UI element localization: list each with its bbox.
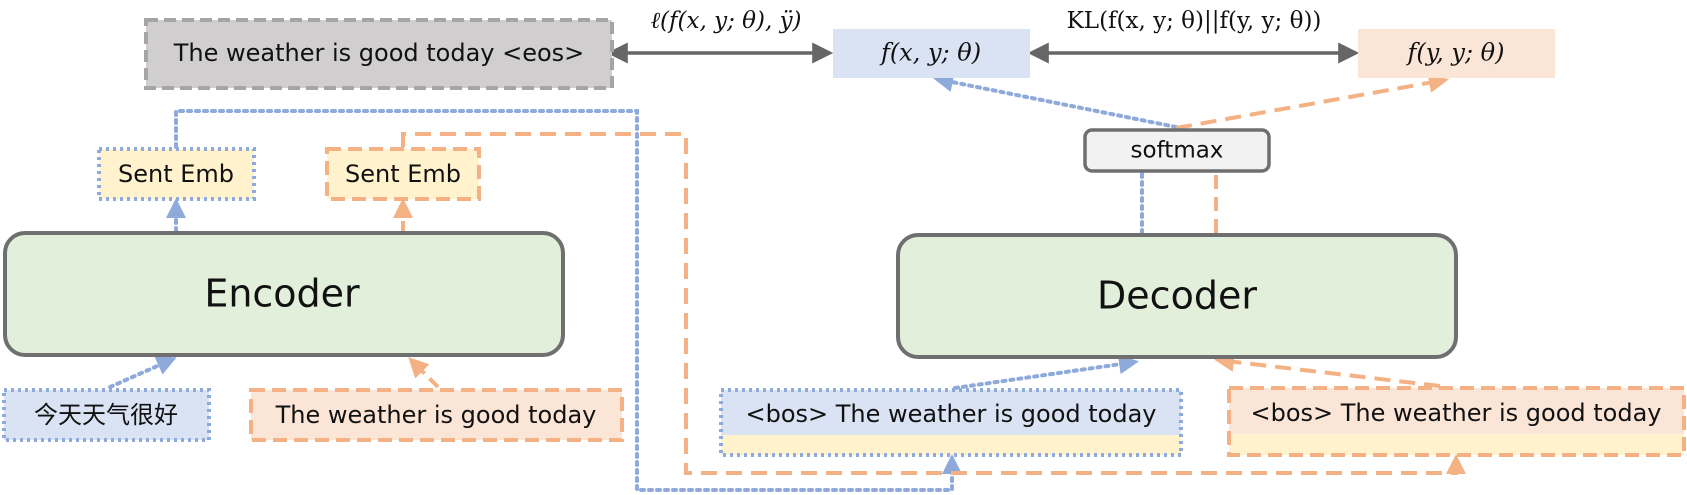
- decoder-input-target-box: <bos> The weather is good today: [1227, 386, 1686, 457]
- decoder-input-source-box: <bos> The weather is good today: [719, 388, 1183, 457]
- decoder-label: Decoder: [1097, 274, 1257, 318]
- softmax-box: softmax: [1083, 128, 1271, 173]
- output-target-box: f(y, y; θ): [1358, 29, 1555, 78]
- orange-sentemb-path: [401, 132, 1466, 475]
- loss-label: ℓ(f(x, y; θ), ÿ): [650, 8, 801, 34]
- target-sentence-text: The weather is good today <eos>: [173, 39, 585, 67]
- target-input-text: The weather is good today: [275, 401, 597, 429]
- encoder-block: Encoder: [3, 231, 565, 357]
- decoder-input-source-text: <bos> The weather is good today: [745, 400, 1156, 428]
- decoder-input-target-text: <bos> The weather is good today: [1250, 399, 1661, 427]
- softmax-label: softmax: [1131, 138, 1224, 164]
- source-input-box: 今天天气很好: [2, 388, 211, 442]
- orange-softmax-output-arrow: [1175, 72, 1449, 130]
- sent-emb-target-label: Sent Emb: [345, 160, 461, 188]
- blue-softmax-output-arrow: [933, 72, 1178, 129]
- kl-label: KL(f(x, y; θ)||f(y, y; θ)): [1067, 8, 1322, 34]
- target-input-box: The weather is good today: [249, 388, 624, 442]
- target-sentence-box: The weather is good today <eos>: [144, 18, 614, 90]
- blue-decoder-input-arrow: [953, 354, 1139, 390]
- source-input-text: 今天天气很好: [34, 401, 178, 429]
- decoder-block: Decoder: [896, 233, 1458, 359]
- sent-emb-source-box: Sent Emb: [97, 147, 256, 201]
- output-source-box: f(x, y; θ): [833, 29, 1030, 78]
- encoder-label: Encoder: [204, 272, 360, 316]
- output-source-label: f(x, y; θ): [879, 39, 981, 67]
- blue-encoder-input-arrow: [108, 356, 177, 389]
- sent-emb-target-box: Sent Emb: [325, 147, 481, 201]
- blue-sentemb-path: [174, 109, 962, 492]
- orange-decoder-input-arrow: [1214, 351, 1441, 388]
- output-target-label: f(y, y; θ): [1406, 39, 1505, 67]
- orange-encoder-input-arrow: [408, 357, 440, 389]
- sent-emb-source-label: Sent Emb: [118, 160, 234, 188]
